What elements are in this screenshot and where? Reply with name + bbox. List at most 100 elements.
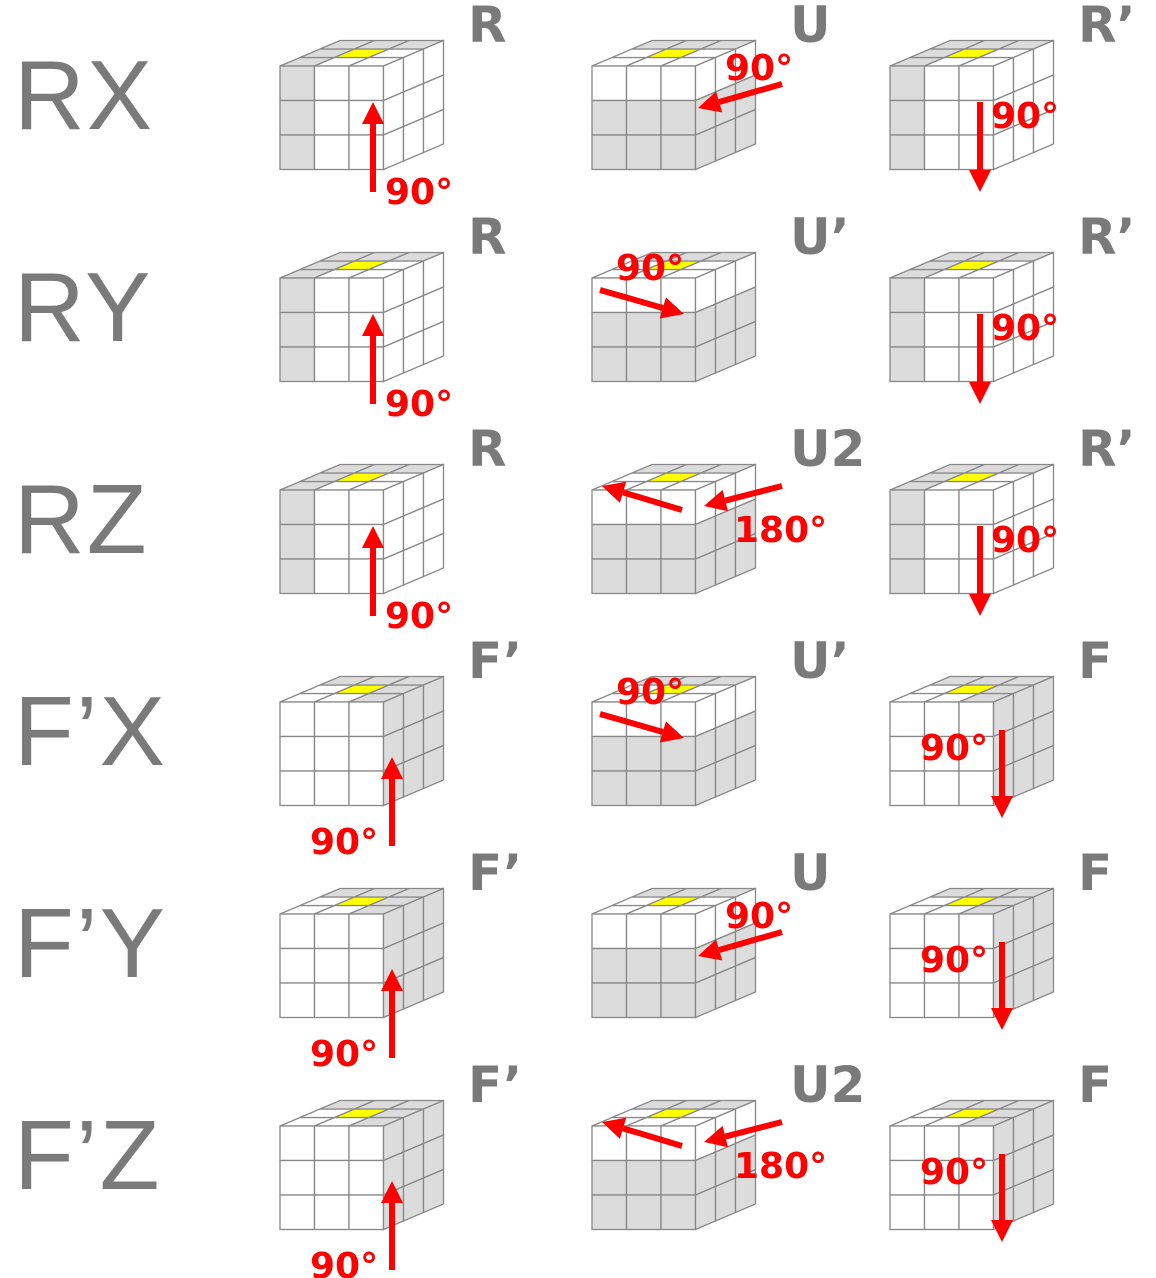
- angle-label: 90°: [310, 1034, 378, 1075]
- move-step: 90°F: [878, 1060, 1156, 1278]
- front-sticker: [958, 1194, 995, 1231]
- right-sticker: [734, 108, 757, 154]
- front-sticker: [923, 489, 960, 526]
- rotation-arrow-head: [704, 489, 728, 512]
- front-sticker: [889, 701, 926, 738]
- cube: [279, 39, 445, 171]
- front-sticker: [625, 1194, 662, 1231]
- angle-label: 90°: [310, 1246, 378, 1278]
- move-step: 90°R: [268, 0, 548, 218]
- front-sticker: [958, 65, 995, 102]
- move-step: 180°U2: [580, 424, 865, 642]
- front-sticker: [923, 913, 960, 950]
- front-sticker: [279, 99, 316, 136]
- cube-diagram: 90°: [889, 1099, 1055, 1242]
- move-notation: R’: [1078, 0, 1136, 54]
- front-sticker: [313, 947, 350, 984]
- front-sticker: [660, 770, 697, 807]
- front-sticker: [591, 735, 628, 772]
- front-sticker: [313, 99, 350, 136]
- rotation-arrow-head: [381, 757, 403, 779]
- rotation-arrow-head: [698, 939, 723, 961]
- front-sticker: [279, 346, 316, 383]
- front-sticker: [313, 701, 350, 738]
- front-sticker: [348, 558, 385, 595]
- front-sticker: [625, 523, 662, 560]
- cube: [889, 887, 1055, 1019]
- front-sticker: [313, 1125, 350, 1162]
- front-sticker: [279, 1194, 316, 1231]
- front-sticker: [889, 523, 926, 560]
- rotation-arrow-head: [362, 314, 384, 336]
- move-step: 90°F’: [268, 1060, 548, 1278]
- front-sticker: [625, 1159, 662, 1196]
- right-sticker: [734, 320, 757, 366]
- front-sticker: [923, 346, 960, 383]
- rotation-arrow-head: [659, 297, 684, 319]
- rotation-arrow-head: [381, 1181, 403, 1203]
- rotation-arrow-shaft: [599, 287, 664, 311]
- rotation-arrow-head: [704, 1125, 728, 1148]
- front-sticker: [958, 1125, 995, 1162]
- rotation-arrow-2-shaft: [622, 489, 683, 513]
- front-sticker: [348, 735, 385, 772]
- rotation-arrow-2-shaft: [622, 1125, 683, 1149]
- move-notation: R: [468, 0, 507, 54]
- front-sticker: [625, 947, 662, 984]
- front-sticker: [348, 1125, 385, 1162]
- right-sticker: [1032, 320, 1055, 366]
- front-sticker: [923, 735, 960, 772]
- front-sticker: [591, 99, 628, 136]
- rotation-arrow-head: [969, 594, 991, 616]
- front-sticker: [279, 913, 316, 950]
- angle-label: 90°: [725, 48, 793, 89]
- rotation-arrow-2-head: [602, 481, 627, 503]
- angle-label: 90°: [991, 520, 1059, 561]
- move-notation: F’: [468, 632, 523, 690]
- front-sticker: [279, 523, 316, 560]
- front-sticker: [660, 1159, 697, 1196]
- move-step: 180°U2: [580, 1060, 865, 1278]
- cube-diagram: 90°: [279, 463, 453, 637]
- move-notation: U2: [790, 420, 866, 478]
- front-sticker: [348, 770, 385, 807]
- front-sticker: [279, 1125, 316, 1162]
- move-step: 90°F: [878, 636, 1156, 854]
- right-sticker: [1032, 956, 1055, 1002]
- front-sticker: [313, 311, 350, 348]
- front-sticker: [889, 982, 926, 1019]
- move-step: 90°F’: [268, 848, 548, 1075]
- angle-label: 90°: [616, 248, 684, 289]
- cube-diagram: 90°: [279, 251, 453, 425]
- front-sticker: [279, 982, 316, 1019]
- angle-label: 90°: [385, 384, 453, 425]
- cube: [279, 887, 445, 1019]
- move-notation: U2: [790, 1056, 866, 1114]
- cube-diagram: 90°: [889, 463, 1059, 616]
- front-sticker: [625, 311, 662, 348]
- front-sticker: [889, 770, 926, 807]
- right-sticker: [422, 1168, 445, 1214]
- move-step: 90°F: [878, 848, 1156, 1066]
- front-sticker: [889, 65, 926, 102]
- move-notation: U: [790, 844, 831, 902]
- angle-label: 90°: [920, 1152, 988, 1193]
- front-sticker: [958, 982, 995, 1019]
- right-sticker: [734, 744, 757, 790]
- move-step: 90°R’: [878, 424, 1156, 642]
- sequence-label: RZ: [14, 464, 149, 574]
- move-step: 90°R: [268, 424, 548, 642]
- front-sticker: [660, 134, 697, 171]
- cube-diagram: 90°: [889, 675, 1055, 818]
- front-sticker: [958, 489, 995, 526]
- move-step: 90°U: [580, 0, 860, 218]
- front-sticker: [923, 99, 960, 136]
- front-sticker: [313, 134, 350, 171]
- angle-label: 180°: [734, 1146, 827, 1187]
- front-sticker: [348, 65, 385, 102]
- right-sticker: [734, 956, 757, 1002]
- angle-label: 90°: [991, 308, 1059, 349]
